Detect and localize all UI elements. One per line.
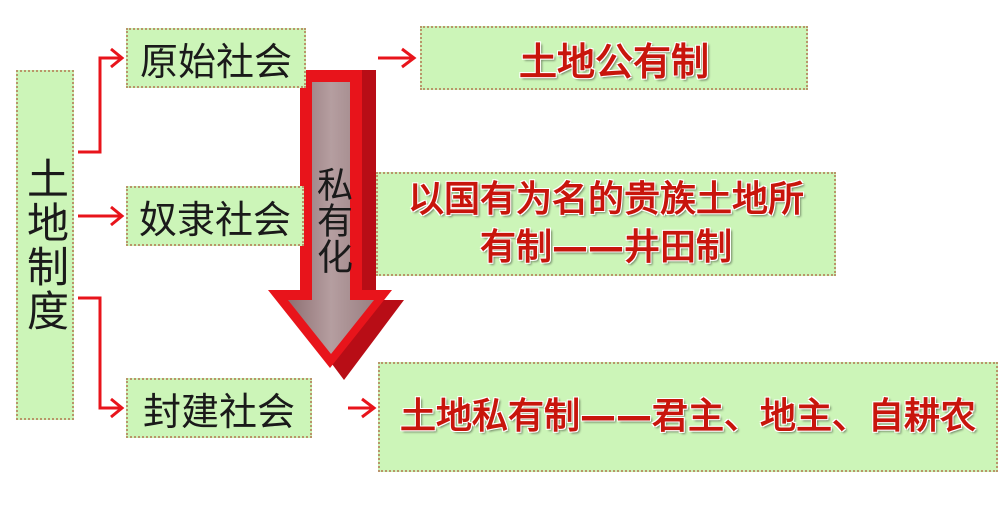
stage-box-feudal-society: 封建社会 (126, 378, 312, 438)
result-label-private-ownership: 土地私有制——君主、地主、自耕农 (399, 396, 976, 437)
result-arrow-3 (348, 397, 377, 419)
root-label: 土地制度 (20, 157, 70, 333)
branch-arrowhead-1 (110, 47, 125, 69)
branch-line-1 (78, 56, 120, 154)
result-box-well-field-system: 以国有为名的贵族土地所有制——井田制 (376, 172, 836, 276)
root-box-land-system: 土地制度 (16, 70, 74, 420)
result-label-well-field-system: 以国有为名的贵族土地所有制——井田制 (407, 179, 804, 268)
privatization-label: 私有化 (311, 166, 352, 274)
result-arrow-1 (378, 47, 417, 69)
branch-line-3 (78, 296, 120, 410)
branch-arrowhead-2 (110, 205, 125, 227)
privatization-label-wrap: 私有化 (306, 150, 356, 290)
stage-box-slave-society: 奴隶社会 (126, 186, 304, 246)
result-box-private-ownership: 土地私有制——君主、地主、自耕农 (378, 362, 998, 472)
stage-label-slave-society: 奴隶社会 (138, 197, 291, 242)
stage-label-feudal-society: 封建社会 (142, 389, 295, 434)
stage-label-primitive-society: 原始社会 (139, 39, 292, 84)
privatization-arrow (268, 70, 404, 380)
stage-box-primitive-society: 原始社会 (126, 28, 306, 88)
result-box-public-ownership: 土地公有制 (420, 26, 808, 90)
branch-arrowhead-3 (110, 397, 125, 419)
result-label-public-ownership: 土地公有制 (518, 39, 709, 84)
